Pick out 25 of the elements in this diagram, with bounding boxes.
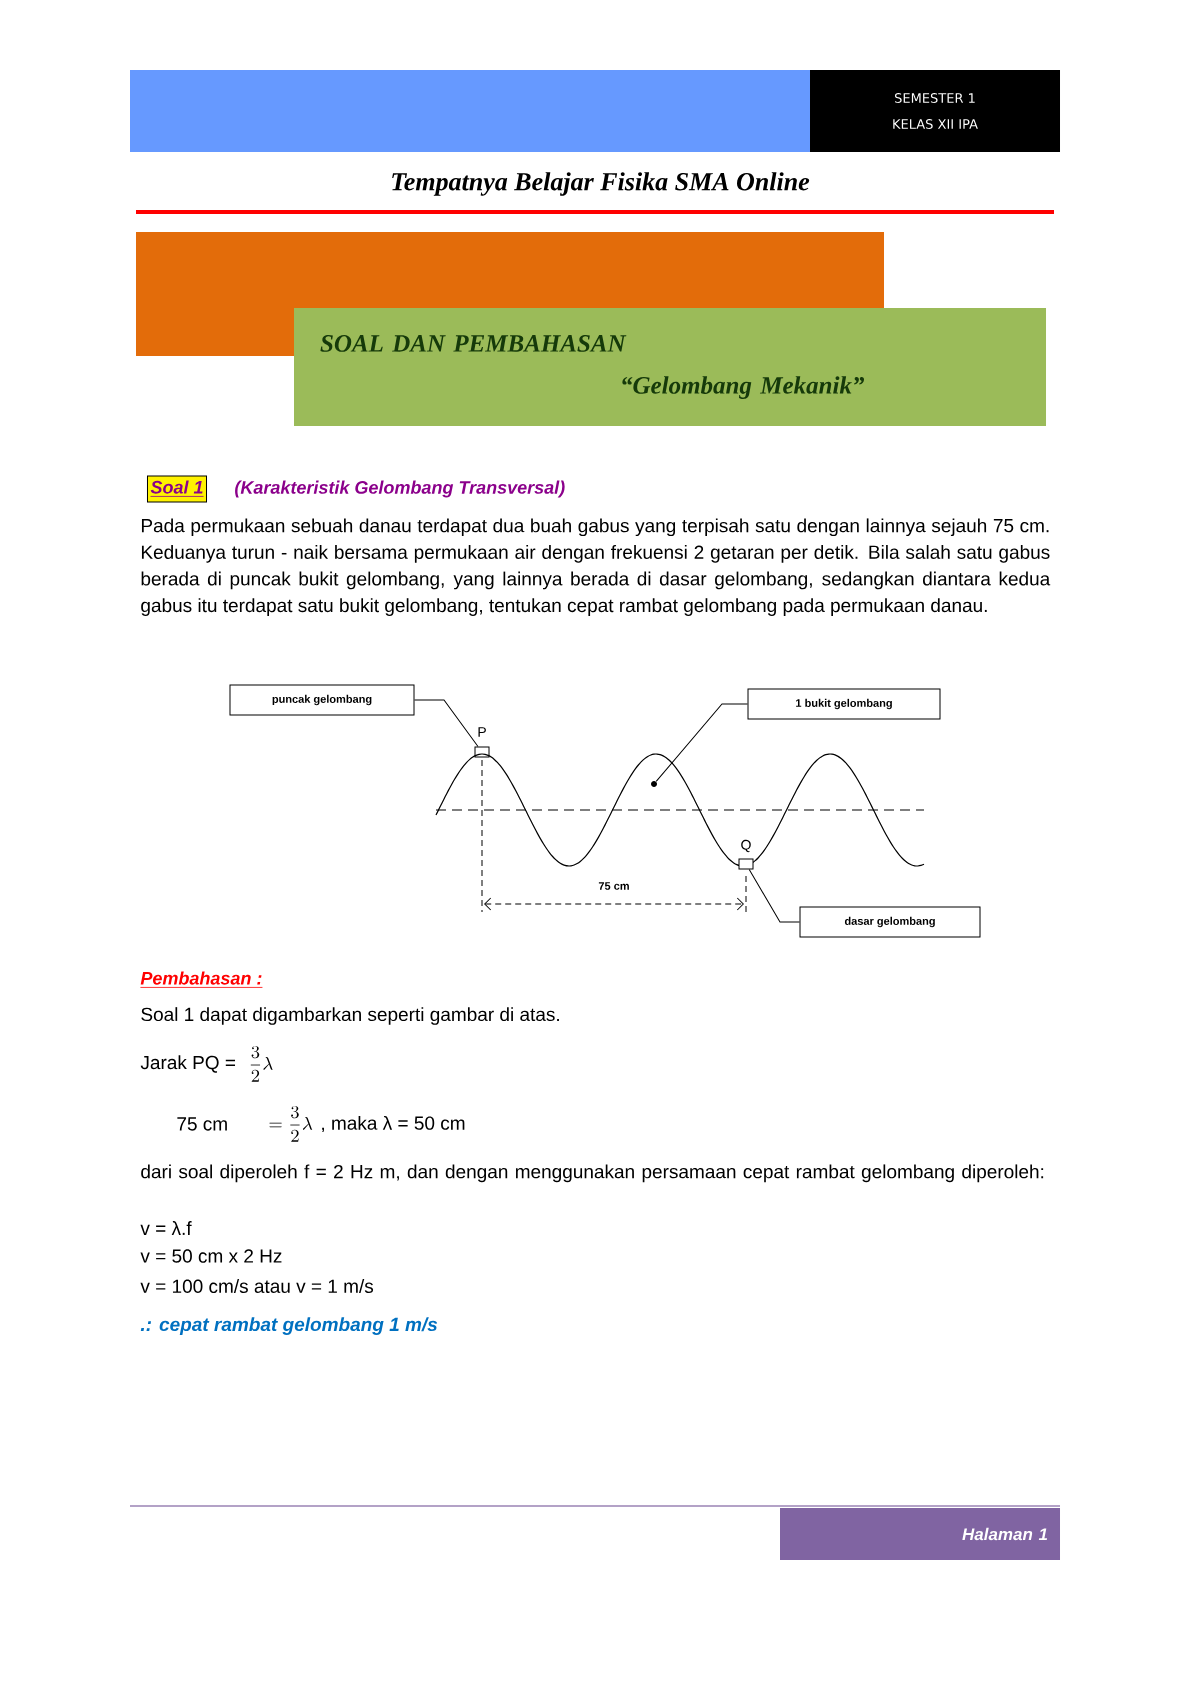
leader-line xyxy=(414,699,479,747)
text-line: v = 100 cm/s atau v = 1 m/s xyxy=(140,1279,374,1293)
paragraph: Pada permukaan sebuah danau terdapat dua buah gabus yang terpisah satu dengan lainnya sejauh 75 cm. Keduanya turun - naik bersama permukaan air dengan frekuensi 2 getaran per detik. Bila salah satu gabus berada di puncak bukit gelombang, yang lainnya berada di dasar gelombang, sedangkan diantara kedua gabus itu terdapat satu bukit gelombang, tentukan cepat rambat gelombang pada permukaan danau. xyxy=(141,518,1051,616)
cork-block xyxy=(738,858,754,870)
leader-line xyxy=(748,869,800,923)
text-line: Jarak PQ = xyxy=(140,1055,235,1073)
section-heading: Pembahasan : xyxy=(140,971,263,988)
text-line: 75 cm xyxy=(177,1117,227,1131)
question-tag: Soal 1 xyxy=(147,475,207,503)
cork-block xyxy=(474,746,490,758)
text-line: v = λ.f xyxy=(140,1221,192,1235)
title-box: SOAL DAN PEMBAHASAN “Gelombang Mekanik” xyxy=(294,308,1046,426)
header-bar xyxy=(130,70,810,152)
formula: $\frac{3}{2}\lambda$ xyxy=(250,1045,273,1082)
page-number-box: Halaman 1 xyxy=(780,1508,1060,1560)
subtitle: (Karakteristik Gelombang Transversal) xyxy=(235,480,565,498)
point-marker xyxy=(651,781,657,787)
answer-line: .: cepat rambat gelombang 1 m/s xyxy=(140,1317,438,1335)
text-line: , maka λ = 50 cm xyxy=(322,1115,465,1133)
text-line: Soal 1 dapat digambarkan seperti gambar di atas. xyxy=(141,1007,559,1025)
text-line: v = 50 cm x 2 Hz xyxy=(140,1249,282,1263)
leader-line xyxy=(655,703,748,782)
tagline: Tempatnya Belajar Fisika SMA Online xyxy=(392,172,810,196)
text-line: dari soal diperoleh f = 2 Hz m, dan dengan menggunakan persamaan cepat rambat gelombang diperoleh: xyxy=(141,1164,1044,1183)
formula: $= \frac{3}{2}\lambda$ xyxy=(269,1105,313,1142)
